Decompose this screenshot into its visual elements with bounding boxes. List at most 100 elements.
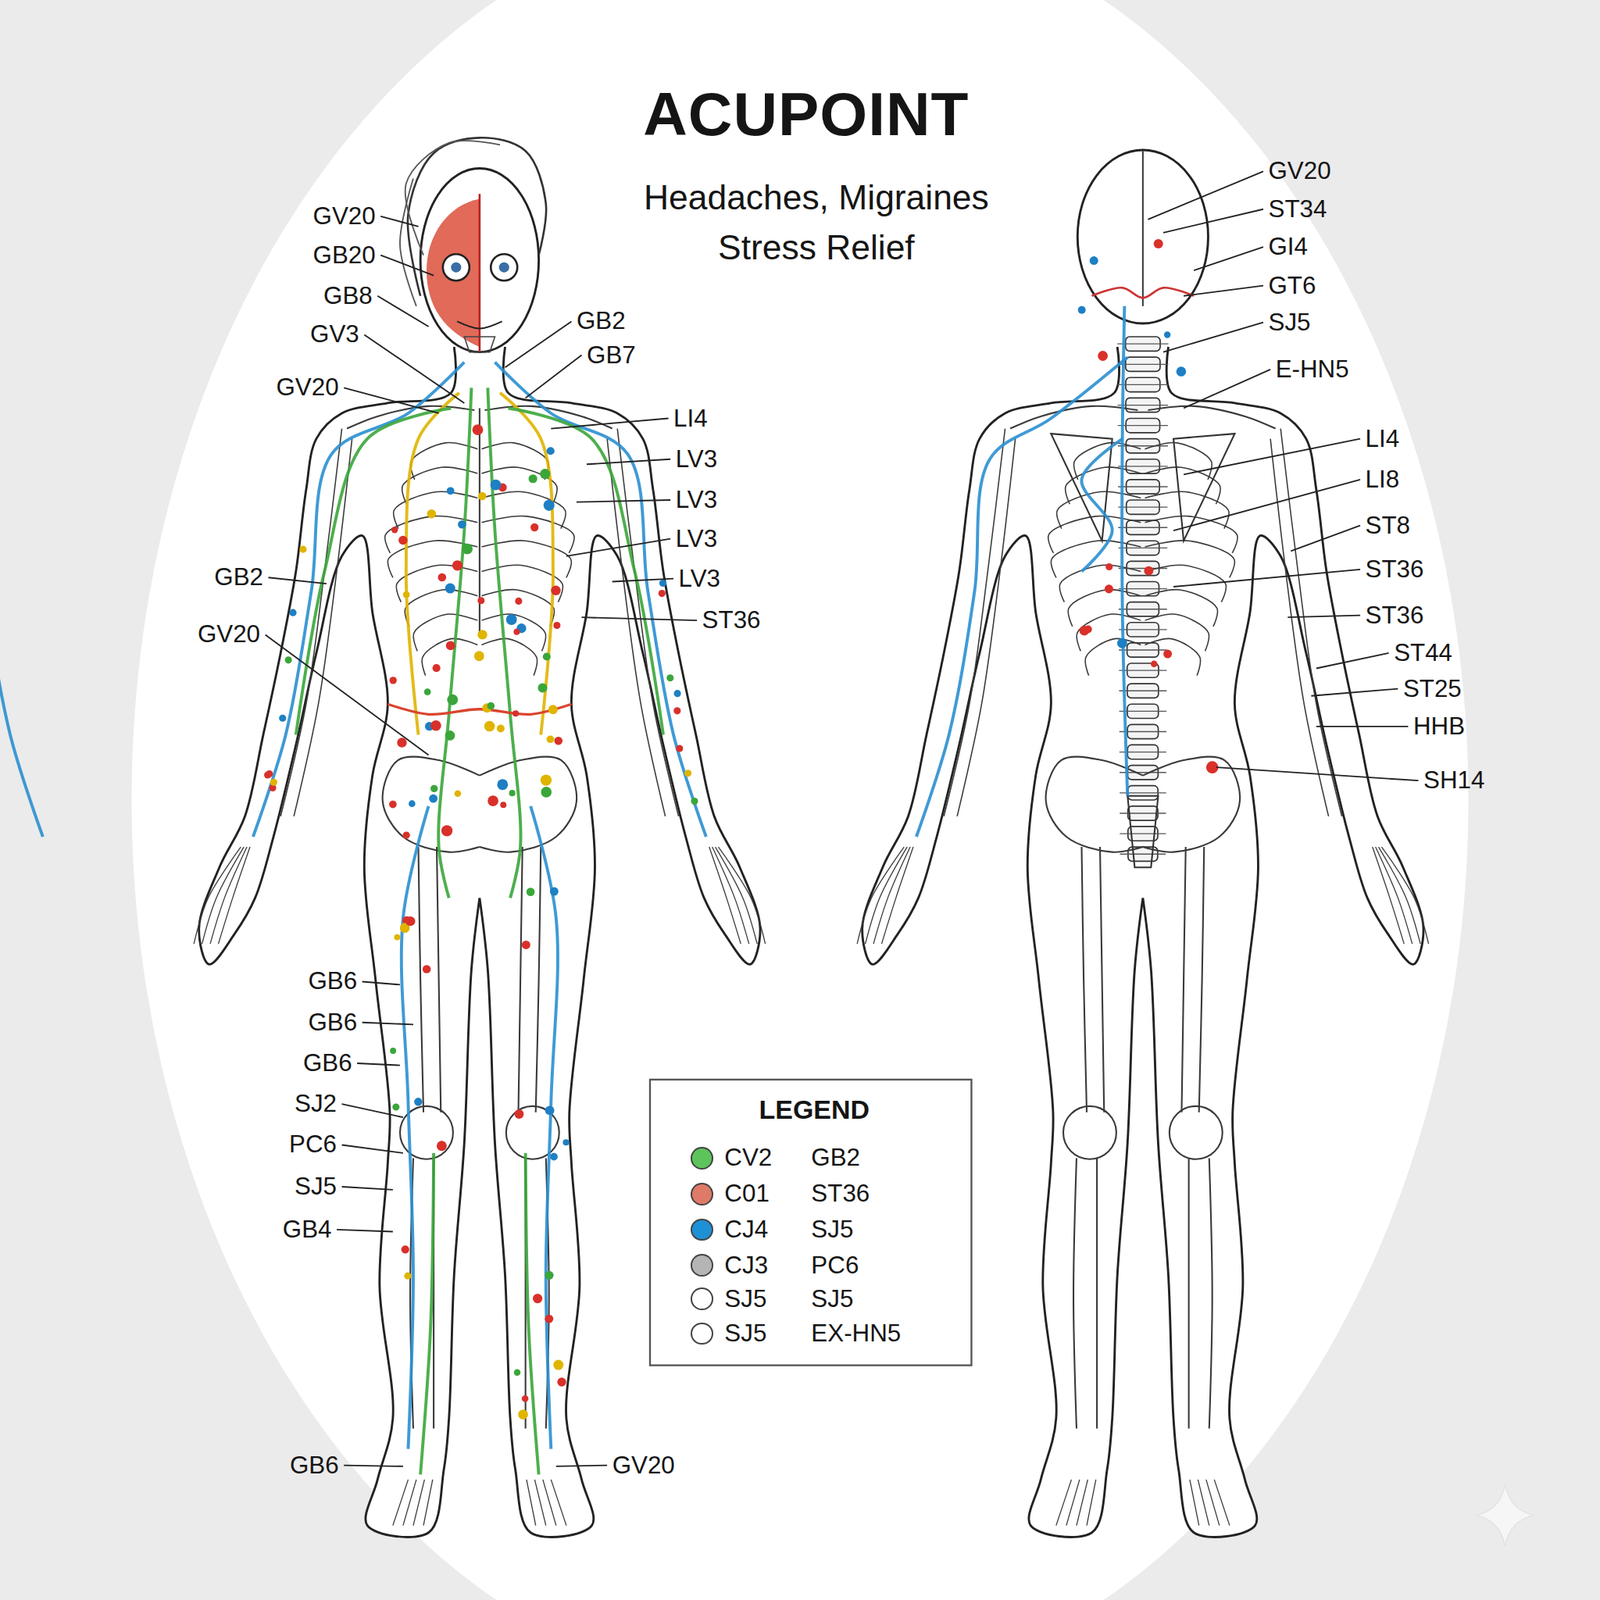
toe-bone — [1086, 1479, 1097, 1526]
femur-bone — [1199, 846, 1205, 1113]
rib-bone — [1144, 516, 1238, 554]
point-label: GV20 — [612, 1451, 675, 1479]
rib-bone — [1144, 442, 1212, 480]
rib-bone — [396, 564, 478, 602]
acupoint-dot — [389, 1047, 397, 1054]
point-label: LI4 — [673, 404, 708, 432]
vertebra-process — [1118, 669, 1167, 671]
leader-line — [505, 321, 572, 368]
acupoint-dot — [414, 1097, 422, 1106]
acupoint-dot — [445, 583, 456, 594]
leader-line — [566, 539, 671, 557]
leader-line — [343, 387, 439, 414]
legend-swatch — [690, 1253, 714, 1277]
acupoint-dot — [690, 797, 698, 805]
acupoint-dot — [389, 676, 397, 684]
leader-line — [342, 1186, 393, 1190]
acupoint-dot — [528, 474, 538, 483]
leader-line — [1183, 285, 1264, 297]
finger-bone — [210, 846, 247, 944]
acupoint-dot — [512, 710, 519, 717]
leader-line — [1183, 369, 1271, 409]
femur-bone — [518, 846, 523, 1113]
acupoint-dot — [562, 1139, 569, 1146]
vertebra-process — [1118, 547, 1168, 549]
finger-bone — [1372, 846, 1404, 944]
acupoint-dot — [545, 1105, 555, 1115]
acupoint-dot — [487, 702, 496, 711]
femur-bone — [1081, 846, 1087, 1113]
meridian-line — [1081, 439, 1122, 572]
toe-bone — [392, 1479, 409, 1526]
arm-bone — [293, 439, 352, 817]
finger-bone — [218, 846, 250, 944]
leader-line — [1147, 171, 1264, 219]
acupoint-dot — [487, 795, 499, 807]
vertebra-process — [1119, 812, 1166, 814]
leader-line — [576, 500, 671, 503]
leader-line — [357, 1063, 400, 1066]
legend-text: SJ5 — [724, 1320, 767, 1347]
acupoint-dot — [389, 800, 397, 809]
finger-bone — [865, 846, 908, 944]
acupoint-dot — [542, 652, 551, 661]
arm-bone — [943, 428, 1005, 817]
acupoint-dot — [484, 721, 496, 733]
leader-line — [1193, 246, 1264, 271]
meridian-line — [530, 806, 558, 1450]
clavicle-bone — [1010, 406, 1138, 429]
acupoint-dot — [270, 778, 278, 786]
meridian-line — [916, 357, 1128, 837]
point-label: ST8 — [1365, 511, 1411, 539]
acupoint-dot — [675, 744, 683, 752]
acupoint-dot — [684, 769, 692, 777]
acupoint-dot — [550, 1153, 558, 1161]
white-oval — [131, 0, 1468, 1600]
femur-bone — [1100, 846, 1104, 1113]
meridian-line — [401, 806, 429, 1450]
hair-strand — [400, 178, 417, 307]
arm-bone — [1270, 439, 1329, 817]
acupoint-dot — [1097, 350, 1108, 361]
acupoint-dot — [1143, 566, 1154, 576]
acupoint-dot — [393, 934, 400, 941]
acupoint-dot — [477, 596, 485, 604]
finger-bone — [1381, 846, 1429, 944]
acupoint-dot — [477, 629, 487, 640]
point-label: GB6 — [289, 1451, 340, 1479]
toe-bone — [542, 1479, 557, 1526]
legend-text: SJ5 — [724, 1285, 767, 1312]
acupoint-dot — [403, 1272, 411, 1280]
point-label: E-HN5 — [1275, 356, 1350, 383]
rib-bone — [481, 638, 537, 675]
rib-bone — [421, 638, 478, 675]
leader-line — [581, 617, 697, 621]
rib-bone — [481, 564, 563, 602]
acupoint-dot — [544, 1314, 554, 1324]
watermark-star — [1476, 1484, 1534, 1546]
femur-bone — [436, 846, 441, 1113]
acupoint-dot — [472, 424, 484, 436]
point-label: GV20 — [1268, 157, 1332, 185]
finger-bone — [1378, 846, 1422, 944]
point-label: GB6 — [307, 1009, 358, 1036]
toe-bone — [1206, 1479, 1220, 1526]
acupoint-dot — [392, 1103, 400, 1111]
acupoint-dot — [398, 535, 408, 545]
acupoint-dot — [403, 831, 411, 839]
acupoint-dot — [550, 585, 561, 596]
acupoint-dot — [674, 689, 682, 697]
acupoint-dot — [1163, 650, 1172, 659]
leader-lines — [265, 171, 1419, 1466]
leader-line — [1216, 767, 1419, 781]
eye — [442, 253, 470, 281]
point-label: ST36 — [1365, 601, 1425, 629]
acupoint-dot — [514, 597, 522, 605]
acupoint-dot — [537, 682, 547, 693]
eye-iris — [499, 262, 510, 273]
leader-line — [1183, 439, 1361, 475]
acupoint-dot — [401, 1245, 410, 1254]
point-label: ST44 — [1393, 639, 1453, 667]
finger-bone — [881, 846, 913, 944]
vertebra-process — [1117, 465, 1168, 467]
